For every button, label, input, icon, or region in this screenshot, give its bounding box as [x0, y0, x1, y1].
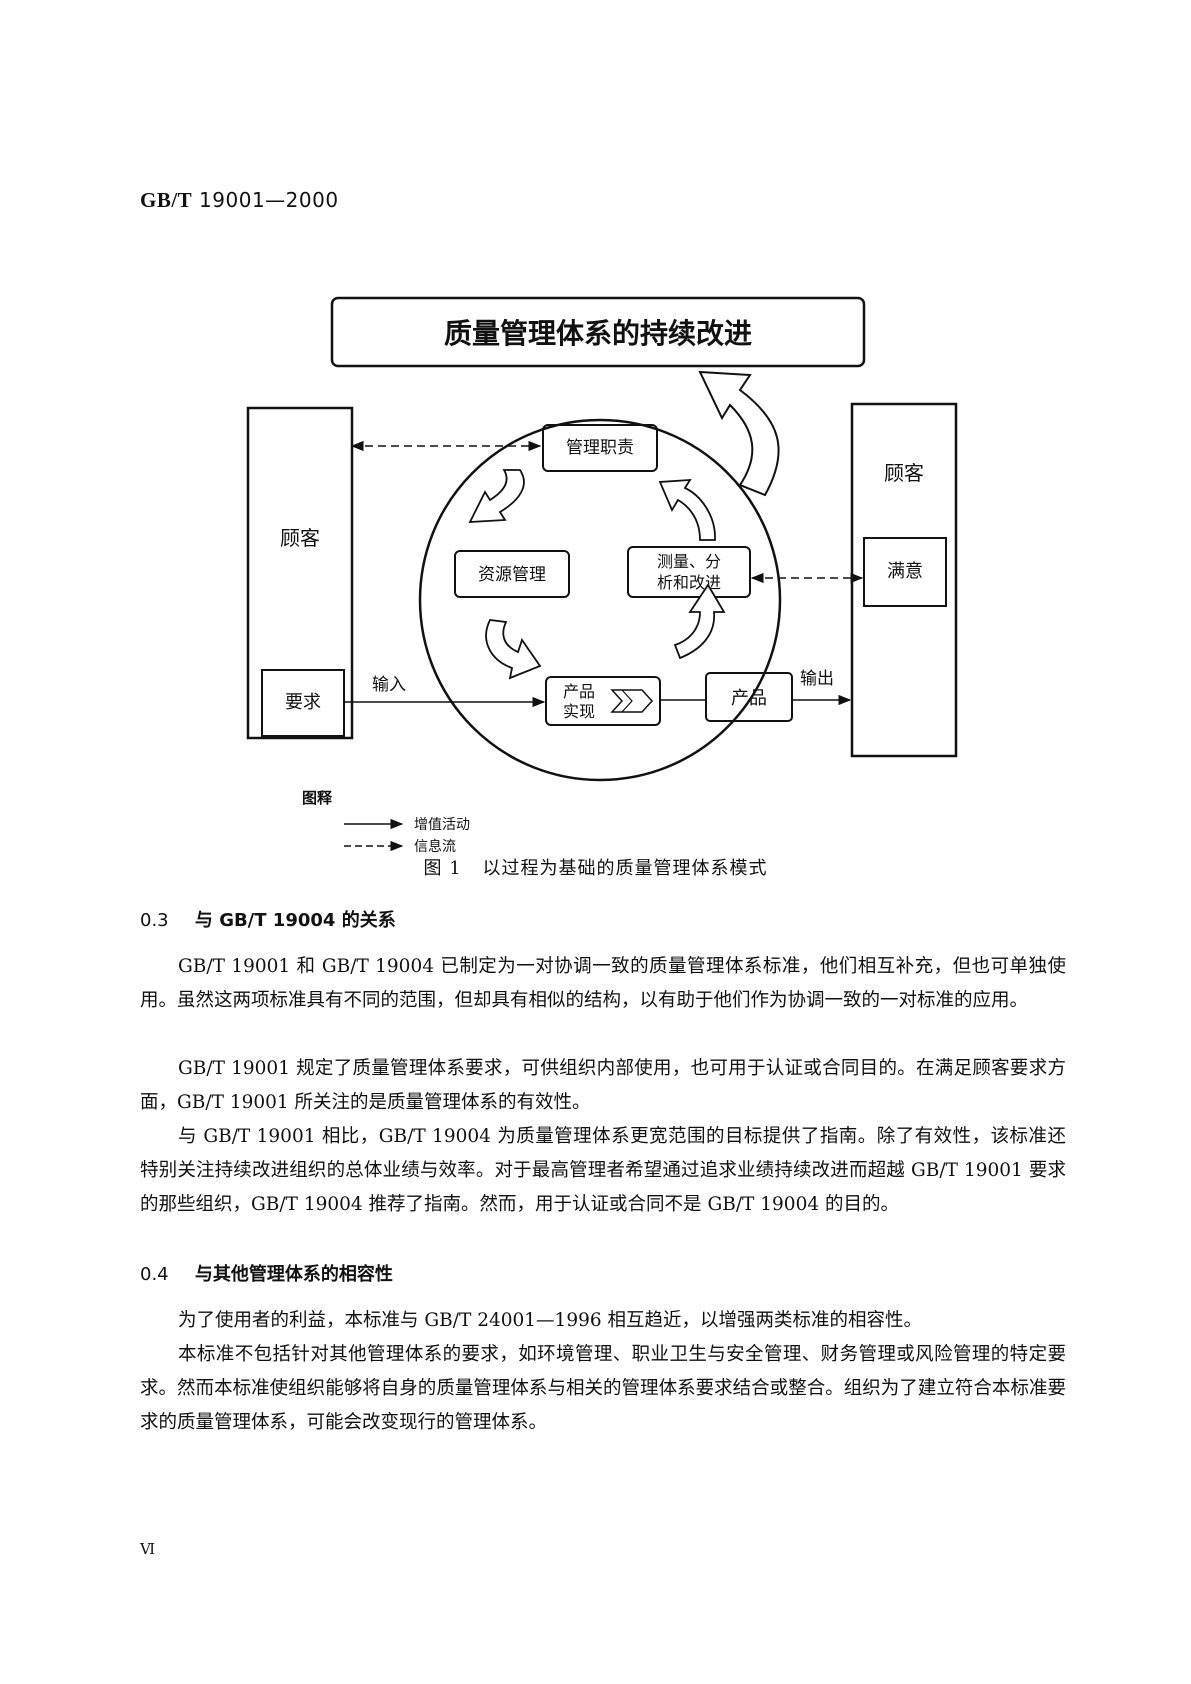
page-number: Ⅵ	[140, 1540, 156, 1558]
figure-caption: 图 1 以过程为基础的质量管理体系模式	[0, 854, 1191, 880]
standard-prefix: GB/T	[140, 188, 193, 212]
product-box	[705, 672, 793, 722]
figure-title: 以过程为基础的质量管理体系模式	[482, 858, 768, 879]
standard-code: GB/T 19001—2000	[140, 188, 339, 213]
satisfaction-box	[863, 537, 947, 607]
measurement-label-line1: 测量、分	[657, 552, 721, 571]
section-title: 与其他管理体系的相容性	[194, 1264, 393, 1285]
resource-mgmt-box	[454, 550, 570, 598]
product-label: 产品	[731, 688, 767, 709]
mgmt-responsibility-box	[542, 424, 658, 472]
process-circle	[418, 418, 782, 782]
paragraph: 为了使用者的利益，本标准与 GB/T 24001—1996 相互趋近，以增强两类…	[178, 1310, 923, 1331]
mgmt-responsibility-label: 管理职责	[566, 438, 634, 458]
measurement-label-line2: 析和改进	[657, 573, 721, 592]
figure-number: 图 1	[423, 858, 462, 879]
realization-label-line2: 实现	[563, 702, 595, 721]
section-number: 0.4	[140, 1264, 169, 1285]
paragraph: 本标准不包括针对其他管理体系的要求，如环境管理、职业卫生与安全管理、财务管理或风…	[140, 1344, 1066, 1433]
requirements-box	[261, 669, 345, 737]
qms-process-model-diagram: 质量管理体系的持续改进 顾客 要求 顾客 满意 管理职责 资源管理 测量、分 析…	[246, 296, 958, 855]
left-customer-box	[246, 406, 354, 740]
paragraph: GB/T 19001 和 GB/T 19004 已制定为一对协调一致的质量管理体…	[140, 956, 1066, 1011]
legend-title: 图释	[302, 789, 333, 807]
section-0-3-heading: 0.3 与 GB/T 19004 的关系	[140, 906, 396, 932]
realization-chevron-icon	[610, 689, 654, 713]
input-label: 输入	[372, 675, 406, 695]
cycle-arrow-icon	[658, 478, 716, 541]
realization-box	[545, 676, 661, 726]
paragraph: GB/T 19001 规定了质量管理体系要求，可供组织内部使用，也可用于认证或合…	[140, 1058, 1066, 1113]
section-number: 0.3	[140, 910, 169, 931]
measurement-box	[627, 546, 751, 598]
left-customer-label: 顾客	[280, 526, 320, 550]
section-0-4-heading: 0.4 与其他管理体系的相容性	[140, 1260, 393, 1286]
satisfaction-label: 满意	[887, 561, 923, 582]
right-customer-label: 顾客	[884, 461, 924, 485]
cycle-arrow-icon	[485, 619, 542, 680]
cycle-arrow-icon	[673, 583, 726, 660]
standard-number: 19001—2000	[199, 188, 339, 212]
resource-mgmt-label: 资源管理	[478, 565, 546, 585]
output-label: 输出	[800, 669, 834, 689]
legend-info-flow-label: 信息流	[414, 838, 456, 855]
section-title: 与 GB/T 19004 的关系	[194, 910, 396, 931]
improvement-arrow-icon	[698, 370, 780, 497]
continual-improvement-title: 质量管理体系的持续改进	[444, 317, 752, 350]
cycle-arrow-icon	[468, 469, 525, 523]
requirements-label: 要求	[285, 692, 321, 713]
legend-value-added-label: 增值活动	[414, 817, 470, 833]
continual-improvement-banner	[330, 296, 866, 368]
realization-label-line1: 产品	[563, 682, 595, 701]
paragraph: 与 GB/T 19001 相比，GB/T 19004 为质量管理体系更宽范围的目…	[140, 1126, 1066, 1215]
